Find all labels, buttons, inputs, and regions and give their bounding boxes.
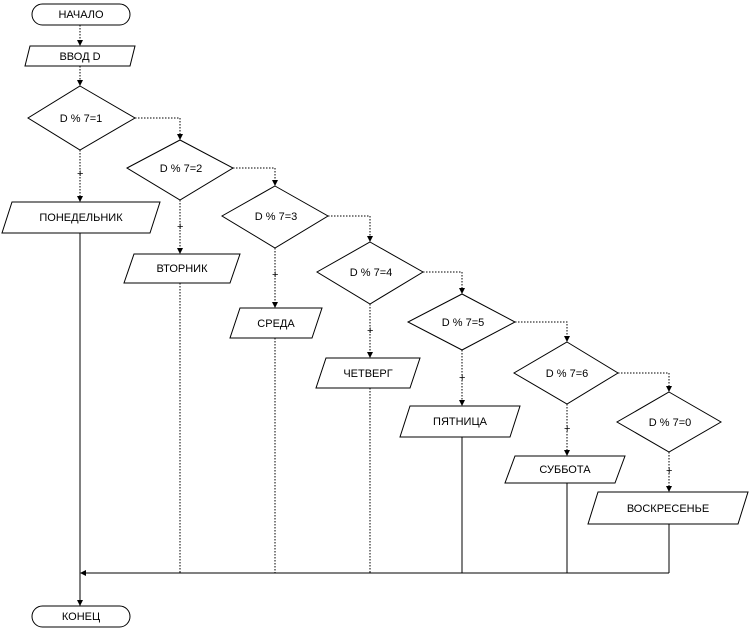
start-label: НАЧАЛО [58,9,104,21]
condition-label: D % 7=3 [255,211,298,223]
day-label: ВОСКРЕСЕНЬЕ [627,503,709,515]
input-block: ВВОД D [24,45,136,67]
condition-label: D % 7=1 [60,113,103,125]
input-label: ВВОД D [59,51,100,63]
end-terminator: КОНЕЦ [31,605,131,628]
output-sunday: ВОСКРЕСЕНЬЕ [587,491,749,525]
decision-3: D % 7=3 [221,185,329,249]
day-label: ПОНЕДЕЛЬНИК [39,212,123,224]
decision-5: D % 7=5 [406,293,517,351]
plus-mark: + [77,168,83,180]
condition-label: D % 7=6 [546,368,589,380]
plus-mark: + [564,423,570,435]
condition-label: D % 7=4 [350,267,393,279]
plus-mark: + [459,372,465,384]
output-thursday: ЧЕТВЕРГ [315,357,421,389]
condition-label: D % 7=0 [649,417,692,429]
plus-markers: + + + + + + + [77,168,672,477]
plus-mark: + [367,325,373,337]
decision-6: D % 7=6 [513,341,619,405]
end-label: КОНЕЦ [62,611,100,623]
plus-mark: + [177,221,183,233]
condition-label: D % 7=2 [160,163,203,175]
output-saturday: СУББОТА [504,455,626,484]
output-wednesday: СРЕДА [229,307,323,339]
plus-mark: + [666,465,672,477]
output-monday: ПОНЕДЕЛЬНИК [1,201,161,234]
output-friday: ПЯТНИЦА [399,405,521,438]
decision-7: D % 7=0 [615,391,723,453]
day-label: ЧЕТВЕРГ [343,368,392,380]
day-label: СУББОТА [539,464,591,476]
day-label: ПЯТНИЦА [433,416,488,428]
plus-mark: + [272,269,278,281]
decision-1: D % 7=1 [27,85,136,151]
condition-label: D % 7=5 [442,317,485,329]
decision-4: D % 7=4 [316,241,424,305]
day-label: СРЕДА [257,318,295,330]
start-terminator: НАЧАЛО [31,3,131,26]
day-label: ВТОРНИК [157,263,209,275]
connectors [77,25,672,606]
output-tuesday: ВТОРНИК [123,253,241,284]
decision-2: D % 7=2 [125,139,235,201]
